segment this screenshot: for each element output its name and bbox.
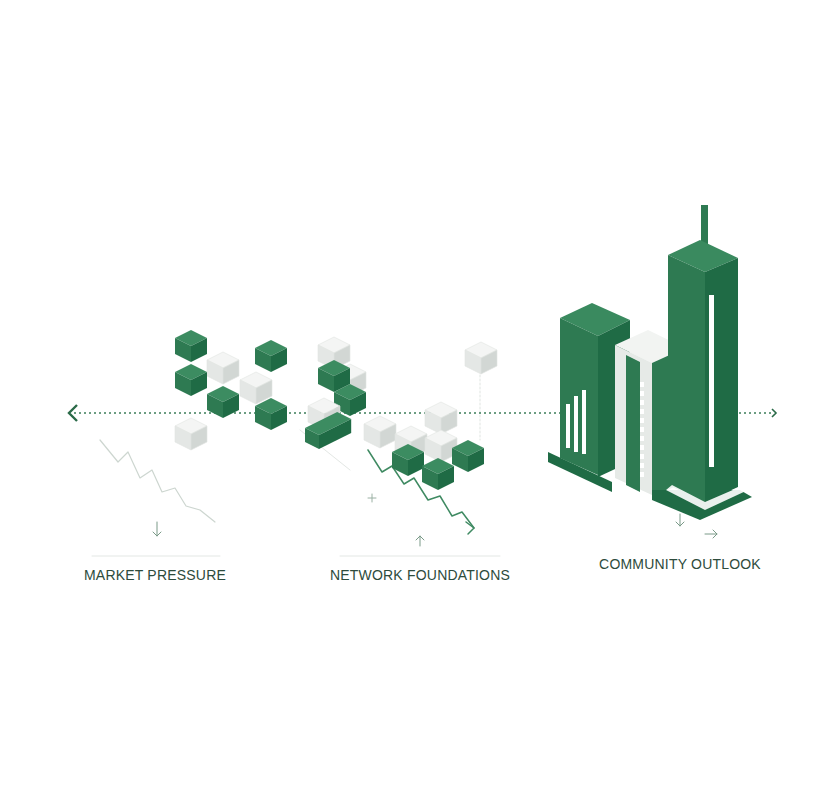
cube-face [408,452,424,476]
cube-face [380,424,396,448]
cube-face [175,426,191,450]
window-mark [640,382,644,387]
section-label: COMMUNITY OUTLOOK [596,556,764,572]
cube-face [465,350,481,374]
window-mark [640,427,644,432]
section-label: NETWORK FOUNDATIONS [327,567,513,583]
cube-face [425,410,441,434]
cube-face [191,338,207,362]
cube-face [271,348,287,372]
cube-face [207,360,223,384]
window-mark [640,400,644,405]
window-mark [640,445,644,450]
cube-face [175,372,191,396]
window-mark [640,454,644,459]
cube-face [422,466,438,490]
cube-face [271,406,287,430]
window-mark [640,409,644,414]
cube-face [392,452,408,476]
cube-face [481,350,497,374]
window-mark [640,472,644,477]
cube-face [191,426,207,450]
cube-face [255,348,271,372]
cube-face [452,448,468,472]
cube-face [364,424,380,448]
window-mark [640,436,644,441]
cube-face [223,394,239,418]
window-mark [640,391,644,396]
cube-face [255,406,271,430]
window-mark [640,418,644,423]
cube-face [350,392,366,416]
cube-face [240,380,256,404]
cube-face [223,360,239,384]
cube-face [318,368,334,392]
cube-face [305,428,319,449]
cube-face [438,466,454,490]
cube-face [207,394,223,418]
section-label: MARKET PRESSURE [81,567,229,583]
cube-face [175,338,191,362]
cube-face [319,419,351,449]
cube-face [468,448,484,472]
window-mark [640,463,644,468]
cube-face [191,372,207,396]
cube-face [441,410,457,434]
